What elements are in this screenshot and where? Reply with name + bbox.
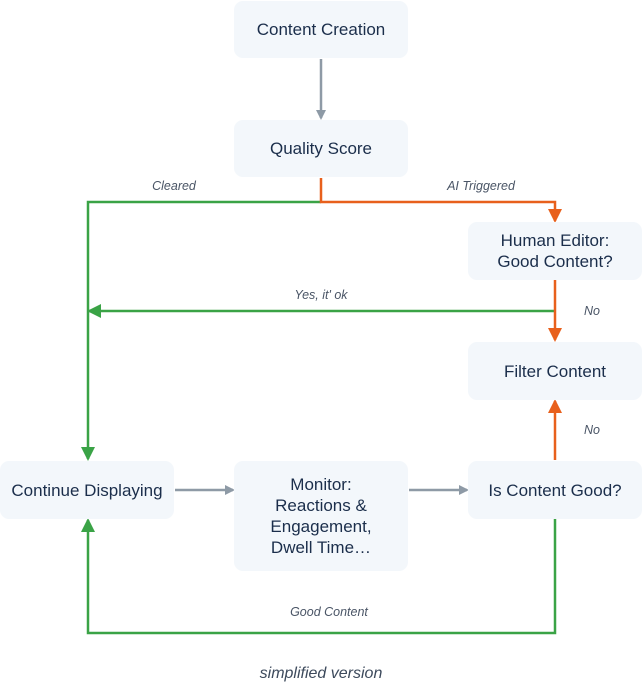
node-continue-displaying: Continue Displaying — [0, 461, 174, 519]
edge-label-no-editor: No — [584, 304, 600, 318]
edge-label-no-check: No — [584, 423, 600, 437]
node-label: Content Creation — [256, 20, 386, 39]
edge-quality-to-continue — [81, 200, 321, 461]
node-content-creation: Content Creation — [234, 1, 408, 58]
node-human-editor: Human Editor: Good Content? — [468, 222, 642, 280]
diagram-caption: simplified version — [259, 665, 383, 682]
node-label: Human Editor: Good Content? — [497, 231, 613, 271]
node-label: Quality Score — [269, 139, 373, 158]
edge-quality-to-editor — [319, 178, 562, 223]
node-label: Is Content Good? — [488, 480, 622, 500]
node-label: Continue Displaying — [11, 480, 163, 500]
edge-check-to-continue — [81, 518, 557, 635]
edge-label-ai-triggered: AI Triggered — [447, 179, 515, 193]
node-is-content-good: Is Content Good? — [468, 461, 642, 519]
edge-label-yes-ok: Yes, it' ok — [294, 288, 348, 302]
node-label: Monitor: Reactions & Engagement, Dwell T… — [270, 475, 372, 557]
edge-label-good-content: Good Content — [290, 605, 368, 619]
node-filter-content: Filter Content — [468, 342, 642, 400]
node-monitor: Monitor: Reactions & Engagement, Dwell T… — [234, 461, 408, 571]
node-quality-score: Quality Score — [234, 120, 408, 177]
edge-label-cleared: Cleared — [152, 179, 196, 193]
node-label: Filter Content — [503, 361, 607, 381]
